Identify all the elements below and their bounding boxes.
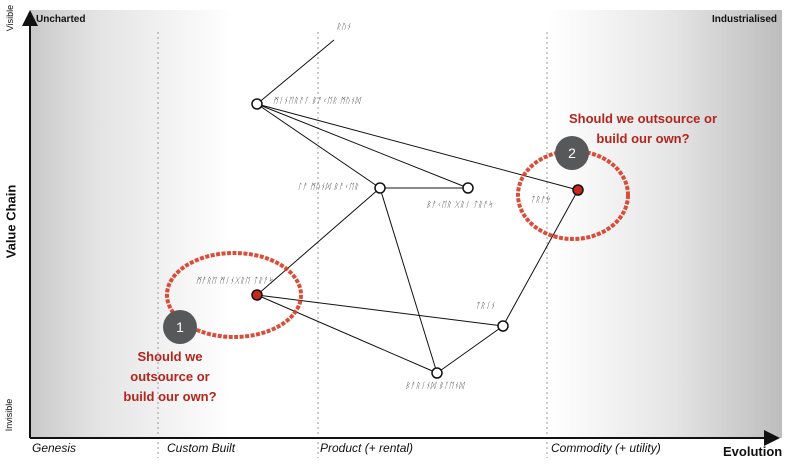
link-left-lowr <box>256 294 504 327</box>
link-mid-left <box>256 187 381 296</box>
link-top-mid <box>256 103 381 189</box>
stage-custom-built: Custom Built <box>167 441 236 455</box>
question-1-line-3: build our own? <box>123 389 217 404</box>
callout-badge-2: 2 <box>555 136 589 170</box>
uncharted-label: Uncharted <box>36 14 86 25</box>
dependency-links <box>256 39 579 374</box>
map-background <box>30 10 782 438</box>
component-node-top[interactable] <box>251 98 263 110</box>
component-node-mid2[interactable] <box>462 182 474 194</box>
x-axis-title: Evolution <box>723 444 783 459</box>
component-node-right[interactable] <box>572 184 584 196</box>
link-left-bottom <box>256 294 438 374</box>
component-label-top: ᛗᛁᚾᛖᚱᚨᛚ ᛒᚨᚲᛖᚱ ᛗᚢᚾᛞ <box>273 96 361 105</box>
component-label-right: ᛏᚱᚨᛋ <box>530 195 551 204</box>
component-node-lowr[interactable] <box>497 320 509 332</box>
callout-question-2: Should we outsource or build our own? <box>553 109 733 149</box>
stage-product: Product (+ rental) <box>320 441 414 455</box>
callout-question-1: Should we outsource or build our own? <box>110 347 230 407</box>
link-top-mid2 <box>256 103 469 189</box>
question-1-line-1: Should we <box>137 349 203 364</box>
stage-genesis: Genesis <box>32 441 77 455</box>
component-node-bottom[interactable] <box>431 367 443 379</box>
y-axis-invisible: Invisible <box>4 398 14 432</box>
component-label-bottom: ᛒᚨᚱᛁᚾᛞ ᛒᛚᛖᚾᛞ <box>405 381 464 390</box>
y-axis-visible: Visible <box>5 4 15 32</box>
component-label-mid: ᛚᚨ ᛗᚢᚾᛞ ᛒᚨᚲᛖᚱ <box>297 182 359 191</box>
link-mid-bottom <box>379 187 438 374</box>
highlight-ring-1 <box>165 251 303 339</box>
stage-commodity: Commodity (+ utility) <box>551 441 661 455</box>
question-1-line-2: outsource or <box>130 369 210 384</box>
component-label-left: ᛗᚨᚱᛖ ᛗᛁᚾᚷᚱᛖ ᛏᚱᚨᛋ <box>196 276 274 285</box>
question-2-line-2: build our own? <box>596 131 690 146</box>
component-label-user: ᚱᚢᚾ <box>336 22 352 31</box>
component-node-left[interactable] <box>251 289 263 301</box>
y-axis-title: Value Chain <box>3 184 19 259</box>
link-user-top <box>256 39 335 105</box>
component-label-lowr: ᛏᚱᛁᚾ <box>475 301 496 310</box>
question-2-line-1: Should we outsource or <box>568 111 718 126</box>
link-bottom-lowr <box>436 325 504 374</box>
link-lowr-right <box>502 189 579 327</box>
component-node-mid[interactable] <box>374 182 386 194</box>
industrialised-label: Industrialised <box>712 14 778 25</box>
component-label-mid2: ᛒᚨᚲᛖᚱ ᚷᚱᛁ ᛏᚱᚨᛋ <box>426 200 493 209</box>
callout-badge-1: 1 <box>163 310 197 344</box>
component-nodes <box>251 98 584 379</box>
